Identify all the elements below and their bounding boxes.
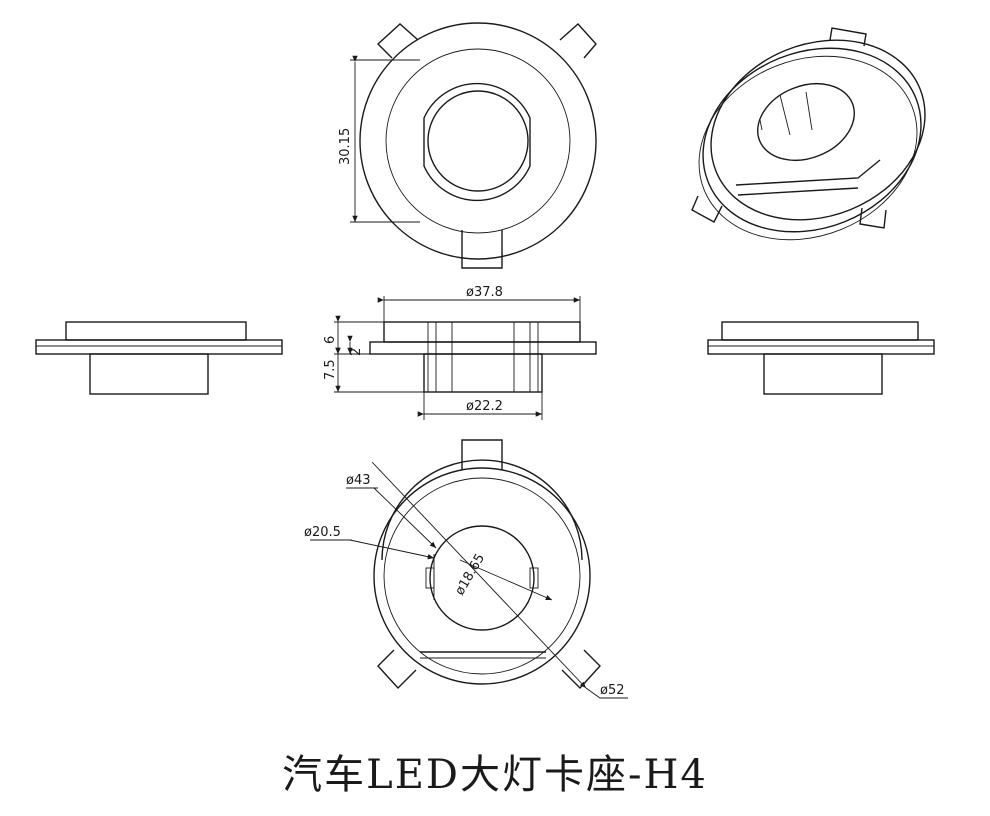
dim-52: ø52 (600, 683, 625, 698)
dim-22-2: ø22.2 (466, 399, 503, 414)
dim-43: ø43 (346, 473, 371, 488)
right-side-view (707, 321, 935, 395)
isometric-view (691, 27, 926, 241)
dim-6: 6 (323, 336, 338, 344)
dim-30-15: 30.15 (338, 128, 353, 165)
dim-37-8: ø37.8 (466, 285, 503, 300)
dim-7-5: 7.5 (323, 359, 338, 380)
bottom-view: ø43 ø20.5 ø18.65 ø52 (304, 439, 628, 699)
dim-18-65: ø18.65 (452, 551, 488, 598)
front-section-view: ø37.8 ø22.2 6 2 7.5 (323, 285, 597, 420)
dim-20-5: ø20.5 (304, 525, 341, 540)
top-view: 30.15 (338, 22, 597, 269)
dim-2: 2 (349, 348, 364, 356)
drawing-title: 汽车LED大灯卡座-H4 (282, 752, 708, 798)
left-side-view (35, 321, 283, 395)
